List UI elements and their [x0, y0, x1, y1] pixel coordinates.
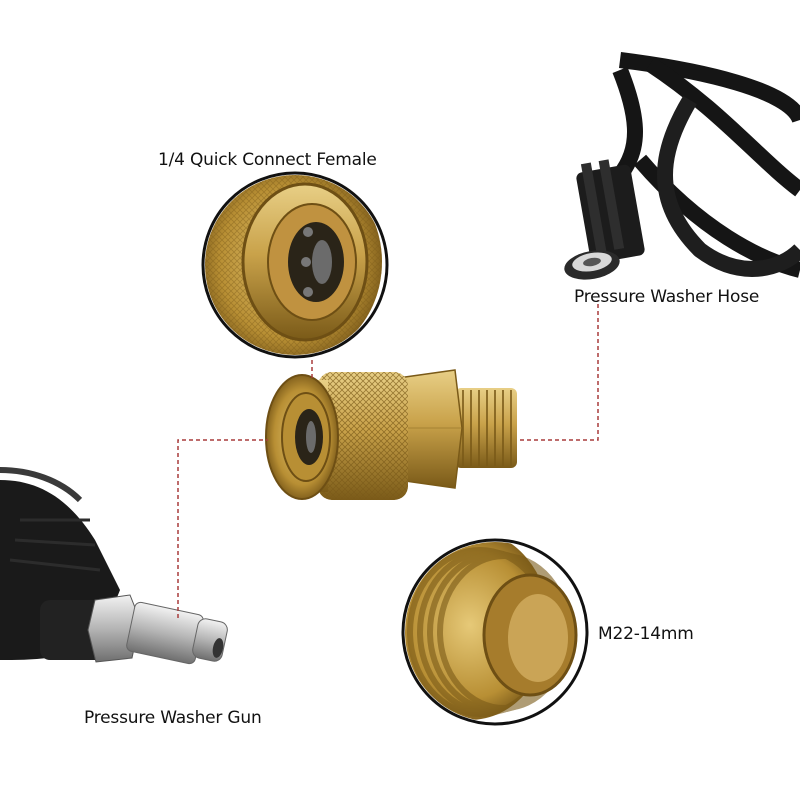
m22-thread-detail [401, 538, 589, 726]
pressure-washer-hose [564, 52, 800, 280]
leader-lines [177, 300, 599, 618]
leader-line-hose [520, 300, 599, 441]
label-quick-connect-female: 1/4 Quick Connect Female [158, 150, 377, 170]
hose-fitting [564, 159, 645, 280]
label-thread-size: M22-14mm [598, 624, 694, 644]
label-pressure-washer-gun: Pressure Washer Gun [84, 708, 262, 728]
leader-line-gun [177, 439, 268, 618]
pressure-washer-gun [0, 467, 228, 665]
label-pressure-washer-hose: Pressure Washer Hose [574, 287, 760, 307]
steel-quick-connect-plug [87, 594, 228, 665]
quick-connect-female-detail [201, 171, 389, 359]
brass-adapter [265, 369, 517, 500]
